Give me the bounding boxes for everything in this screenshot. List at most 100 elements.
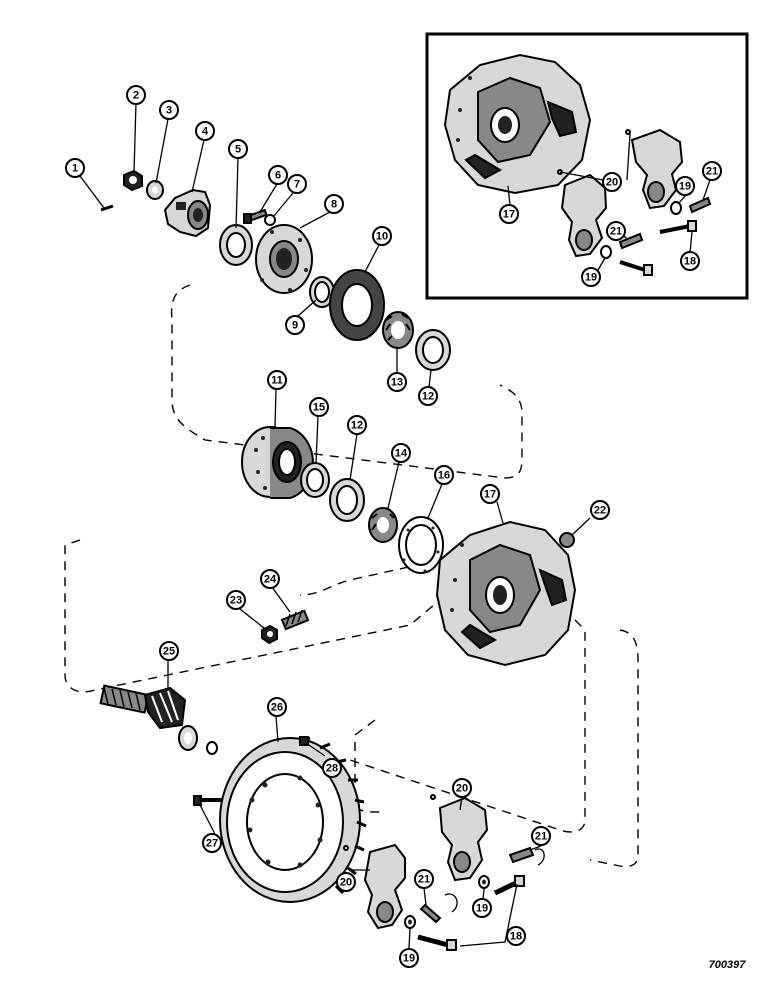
callout-c24: 24 [260, 569, 280, 589]
callout-balloon [372, 226, 392, 246]
callout-c12b: 12 [347, 415, 367, 435]
callout-balloon [267, 697, 287, 717]
callout-c18b: 18 [506, 926, 526, 946]
callout-balloon [480, 484, 500, 504]
callout-c18a: 18 [680, 251, 700, 271]
callout-label: 4 [202, 126, 209, 138]
callout-balloon [606, 221, 626, 241]
part-7-lock-washer [264, 214, 276, 226]
callout-label: 18 [684, 256, 696, 268]
callout-balloon [581, 267, 601, 287]
inset-part-20-cap-bottom [557, 169, 608, 258]
part-21-adjuster-lock-right [508, 846, 545, 866]
callout-c15: 15 [309, 397, 329, 417]
callout-c21a: 21 [702, 161, 722, 181]
callout-balloon [195, 121, 215, 141]
callout-label: 27 [206, 838, 218, 850]
part-20-bearing-cap-left [343, 843, 406, 930]
callout-label: 26 [271, 702, 283, 714]
callout-label: 19 [679, 181, 691, 193]
part-6-bolt [243, 208, 268, 224]
callout-balloon [499, 204, 519, 224]
callout-c17b: 17 [480, 484, 500, 504]
callout-balloon [602, 172, 622, 192]
dashed-outline-pinion-group [64, 539, 441, 693]
part-17-differential-housing [435, 520, 577, 667]
callout-balloon [347, 415, 367, 435]
callout-balloon [226, 590, 246, 610]
part-26-ring-gear [219, 736, 367, 903]
part-27-ring-gear-bolt [193, 795, 222, 806]
callout-label: 17 [484, 489, 496, 501]
callout-balloon [228, 139, 248, 159]
callout-label: 22 [594, 505, 606, 517]
callout-balloon [126, 85, 146, 105]
callout-balloon [418, 386, 438, 406]
callout-label: 19 [585, 272, 597, 284]
part-9-bearing-cup [309, 276, 335, 308]
callout-c9: 9 [285, 315, 305, 335]
inset-frame [425, 32, 749, 300]
callout-balloon [287, 174, 307, 194]
callout-balloon [414, 869, 434, 889]
part-8-retainer [255, 224, 313, 294]
callout-c20c: 20 [336, 872, 356, 892]
callout-balloon [336, 872, 356, 892]
part-19-washer-right [478, 875, 490, 889]
callout-label: 13 [391, 377, 403, 389]
inset-part-20-cap-top [625, 128, 684, 210]
dashed-outline-pinion-carrier [170, 284, 523, 479]
part-25-drive-pinion [99, 684, 198, 751]
callout-c22: 22 [590, 500, 610, 520]
callout-c7: 7 [287, 174, 307, 194]
inset-part-21-pin-top [688, 196, 712, 214]
callout-balloon [472, 898, 492, 918]
callout-label: 6 [275, 170, 281, 182]
callout-c11: 11 [267, 370, 287, 390]
part-5-seal [219, 224, 253, 266]
part-12-bearing-cup-upper [415, 329, 451, 371]
callout-balloon [267, 370, 287, 390]
callout-balloon [387, 372, 407, 392]
part-1-cotter-pin [100, 204, 114, 212]
callout-c21d: 21 [414, 869, 434, 889]
callout-label: 21 [535, 831, 547, 843]
callout-label: 5 [235, 144, 241, 156]
callout-balloon [65, 158, 85, 178]
callout-c17a: 17 [499, 204, 519, 224]
callout-c8: 8 [324, 194, 344, 214]
leader-lines [79, 102, 711, 949]
callout-c5: 5 [228, 139, 248, 159]
callout-label: 24 [264, 574, 277, 586]
callout-balloon [590, 500, 610, 520]
callout-label: 12 [422, 391, 434, 403]
callout-label: 19 [476, 903, 488, 915]
callout-label: 25 [163, 646, 175, 658]
callout-c23: 23 [226, 590, 246, 610]
callout-c3: 3 [159, 100, 179, 120]
part-2-nut [123, 169, 143, 192]
callout-c21c: 21 [531, 826, 551, 846]
callout-label: 20 [340, 877, 352, 889]
callout-balloon [452, 778, 472, 798]
callout-c28: 28 [322, 758, 342, 778]
inset-part-18-bolt-bottom [619, 260, 653, 276]
part-13-bearing-cone [382, 311, 414, 349]
callout-c20a: 20 [602, 172, 622, 192]
callout-c27: 27 [202, 833, 222, 853]
callout-balloon [322, 758, 342, 778]
figure-reference-number: 700397 [709, 959, 747, 971]
part-12-bearing-cup-middle [329, 478, 365, 522]
callout-balloon [506, 926, 526, 946]
callout-label: 20 [606, 177, 618, 189]
callout-label: 21 [418, 874, 430, 886]
part-14-bearing-cone [368, 507, 398, 543]
callout-label: 28 [326, 763, 338, 775]
callout-c4: 4 [195, 121, 215, 141]
callout-label: 15 [313, 402, 325, 414]
callout-label: 11 [271, 375, 283, 387]
callout-c14: 14 [391, 443, 411, 463]
callout-c21b: 21 [606, 221, 626, 241]
callout-balloon [680, 251, 700, 271]
